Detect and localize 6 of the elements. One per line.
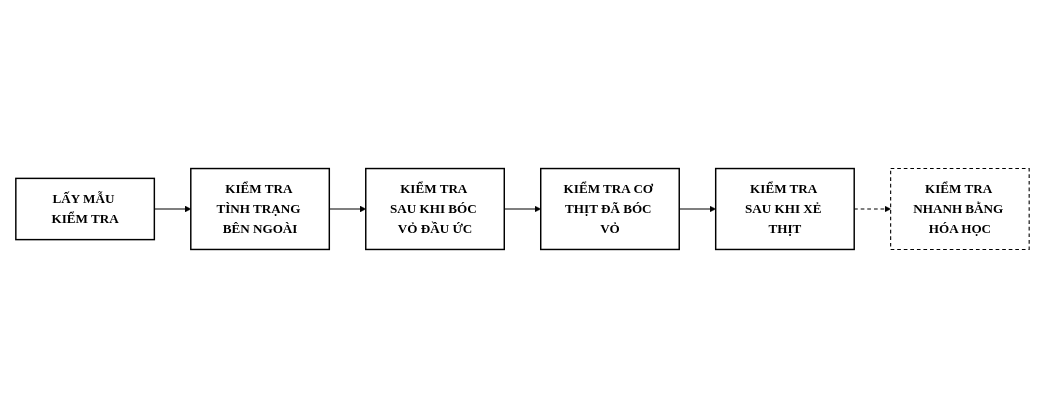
node-box: LẤY MẪU KIỂM TRA [15, 177, 156, 240]
node-box: KIỂM TRA SAU KHI XẺ THỊT [714, 167, 855, 250]
node-box: KIỂM TRA SAU KHI BÓC VỎ ĐẦU ỨC [365, 167, 505, 250]
node-box: KIỂM TRA CƠ THỊT ĐÃ BÓC VỎ [540, 167, 680, 250]
node-box: KIỂM TRA TÌNH TRẠNG BÊN NGOÀI [190, 167, 331, 250]
node-box: KIỂM TRA NHANH BẰNG HÓA HỌC [890, 167, 1030, 250]
